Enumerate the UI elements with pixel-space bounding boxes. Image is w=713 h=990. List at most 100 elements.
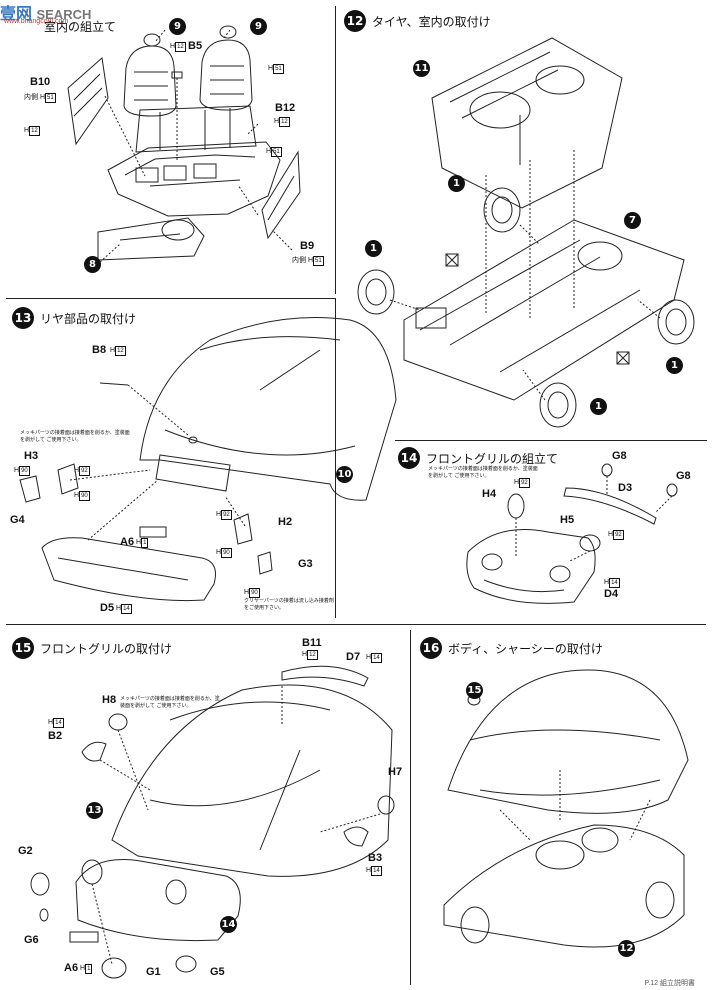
front-seat-left xyxy=(123,45,177,117)
part-A6-rear: A6 xyxy=(120,536,135,548)
finished-body xyxy=(447,669,689,814)
callout-13: 13 xyxy=(86,802,103,819)
step-15-number: 15 xyxy=(12,637,34,659)
part-G8-left: G8 xyxy=(612,450,627,462)
roof-spoiler-D7 xyxy=(281,665,369,687)
step-14-text: フロントグリルの組立て xyxy=(426,451,559,466)
part-B8: B8 xyxy=(92,344,107,356)
part-D3: D3 xyxy=(618,482,633,494)
part-B12: B12 xyxy=(275,102,296,114)
note-clear-parts: クリヤーパーツの接着は流し込み接着剤をご使用下さい。 xyxy=(244,598,334,611)
part-B10: B10 xyxy=(30,76,51,88)
part-A6-front: A6 xyxy=(64,962,79,974)
callout-14-step15: 14 xyxy=(220,916,237,933)
step-15-text: フロントグリルの取付け xyxy=(40,641,173,656)
step-13-drawing xyxy=(19,317,397,602)
part-B3: B3 xyxy=(368,852,383,864)
step-14-title: 14 フロントグリルの組立て xyxy=(398,447,558,469)
step-12-number: 12 xyxy=(344,10,366,32)
step-15-title: 15 フロントグリルの取付け xyxy=(12,637,172,659)
front-seat-right xyxy=(199,39,253,111)
tyre-right-rear xyxy=(539,382,577,428)
part-D5: D5 xyxy=(100,602,115,614)
part-G3: G3 xyxy=(298,558,313,570)
callout-9-right: 9 xyxy=(250,18,267,35)
callout-11: 11 xyxy=(413,60,430,77)
note-plating-15: メッキパーツの接着面は接着面を削るか、塗装面を剥がして ご使用下さい。 xyxy=(120,696,220,709)
rear-seat xyxy=(135,105,257,153)
callout-12: 12 xyxy=(618,940,635,957)
step-12-text: タイヤ、室内の取付け xyxy=(372,14,491,29)
divider-vertical-mid xyxy=(335,298,336,618)
callout-1-a: 1 xyxy=(448,175,465,192)
part-H2: H2 xyxy=(278,516,293,528)
callout-15: 15 xyxy=(466,682,483,699)
watermark-url: www.bhangcoul.com xyxy=(4,18,69,25)
part-D4: D4 xyxy=(604,588,619,600)
callout-10: 10 xyxy=(336,466,353,483)
part-D7: D7 xyxy=(346,651,361,663)
tyre-right-front xyxy=(657,299,695,345)
callout-1-b: 1 xyxy=(365,240,382,257)
interior-floor xyxy=(107,141,281,217)
part-H3: H3 xyxy=(24,450,39,462)
callout-8: 8 xyxy=(84,256,101,273)
body-shell-front xyxy=(111,684,393,877)
part-G6: G6 xyxy=(24,934,39,946)
divider-vertical-bottom xyxy=(410,630,411,985)
note-plating-13: メッキパーツの接着面は接着面を削るか、塗装面を剥がして ご使用下さい。 xyxy=(20,430,130,443)
divider-vertical-top xyxy=(335,6,336,294)
divider-horizontal-2 xyxy=(395,440,707,441)
step-13-title: 13 リヤ部品の取付け xyxy=(12,307,136,329)
door-panel-left xyxy=(67,57,109,146)
step-15-drawing xyxy=(30,665,395,979)
divider-horizontal-1 xyxy=(6,298,336,299)
callout-1-c: 1 xyxy=(666,357,683,374)
part-G2: G2 xyxy=(18,845,33,857)
mirror-B3 xyxy=(343,826,369,847)
tyre-front-left xyxy=(483,187,521,233)
part-H7: H7 xyxy=(388,766,403,778)
watermark-logo: 壹网 SEARCH xyxy=(0,0,91,24)
part-B5: B5 xyxy=(188,40,203,52)
mirror-B2 xyxy=(81,741,107,762)
step-11-text: 室内の組立て xyxy=(44,20,117,34)
tail-light-left xyxy=(19,475,41,503)
part-G4: G4 xyxy=(10,514,25,526)
part-B9: B9 xyxy=(300,240,315,252)
callout-7: 7 xyxy=(624,212,641,229)
step-12-drawing xyxy=(357,37,695,428)
step-14-drawing xyxy=(466,463,678,604)
part-B2: B2 xyxy=(48,730,63,742)
page-footer: P.12 組立説明書 xyxy=(644,980,695,987)
part-G5: G5 xyxy=(210,966,225,978)
finished-chassis xyxy=(443,824,685,948)
part-H8: H8 xyxy=(102,694,117,706)
step-16-drawing xyxy=(443,669,689,948)
step-14-number: 14 xyxy=(398,447,420,469)
callout-9-left: 9 xyxy=(169,18,186,35)
